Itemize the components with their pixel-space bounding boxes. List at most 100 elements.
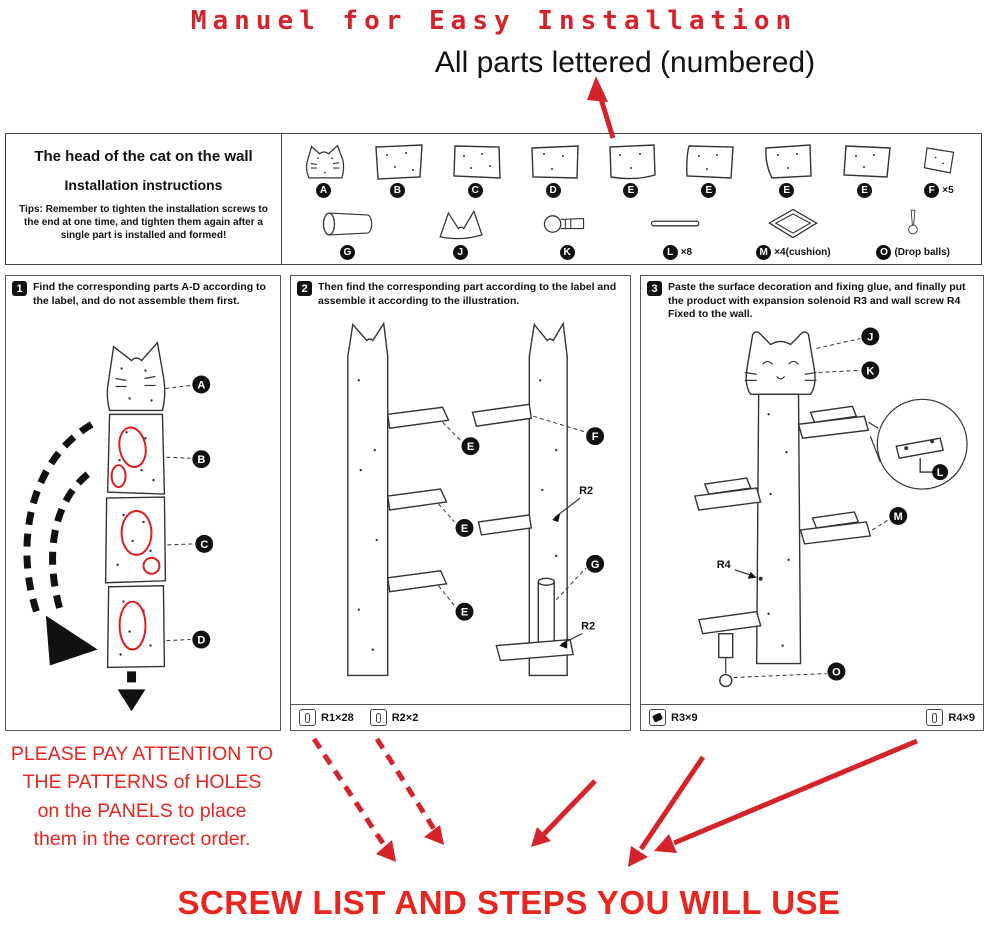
r2-bottom-arrowhead xyxy=(559,639,568,649)
label-badge-j: J xyxy=(861,327,880,346)
screwlist-arrow-5 xyxy=(673,738,918,846)
step-2-header: 2 Then find the corresponding part accor… xyxy=(291,276,630,310)
product-name: The head of the cat on the wall xyxy=(34,148,253,165)
step-1-illustration: A B C D xyxy=(6,310,280,722)
step-1-panel: 1 Find the corresponding parts A-D accor… xyxy=(5,275,281,731)
right-tower-leaders xyxy=(533,416,587,601)
step-1-instruction: Find the corresponding parts A-D accordi… xyxy=(33,281,266,307)
part-qty: (Drop balls) xyxy=(894,247,951,258)
screwlist-arrowhead-4 xyxy=(628,846,648,867)
part-item-o: O(Drop balls) xyxy=(876,200,950,260)
part-item-a: A xyxy=(300,138,350,198)
label-r4: R4 xyxy=(717,559,732,571)
label-r2-top: R2 xyxy=(579,485,593,497)
screwlist-arrowhead-2 xyxy=(424,825,444,845)
parts-row-1: A B C xyxy=(290,138,973,198)
screwlist-arrow-2 xyxy=(374,737,437,831)
tower-dots xyxy=(767,413,790,647)
expansion-anchor-icon xyxy=(649,709,666,726)
svg-text:G: G xyxy=(591,559,600,571)
shelf-board-icon xyxy=(765,144,812,179)
label-badge-e3: E xyxy=(455,602,474,621)
part-item-f: F×5 xyxy=(915,138,963,198)
svg-text:D: D xyxy=(197,635,205,647)
part-letter-badge: K xyxy=(559,245,575,260)
step3-leaders xyxy=(733,337,889,678)
step-2-illustration: E E E F G xyxy=(291,310,630,694)
part-letter-badge: E xyxy=(779,183,795,198)
r4-screw-dot xyxy=(758,576,763,581)
knob-post-icon xyxy=(543,215,584,233)
screw-item-r2: R2×2 xyxy=(369,709,418,726)
parts-row-2: G J K xyxy=(290,200,973,260)
panel-stack xyxy=(104,341,167,669)
assembled-tower xyxy=(693,331,872,665)
screw-icon xyxy=(369,709,387,726)
cat-head-panel-icon xyxy=(305,144,345,179)
svg-text:E: E xyxy=(461,523,468,535)
left-tower-leaders xyxy=(438,422,461,607)
part-letter-badge: B xyxy=(389,183,405,198)
part-letter-badge: C xyxy=(467,183,483,198)
label-badge-g: G xyxy=(586,555,605,574)
svg-text:B: B xyxy=(197,454,205,466)
svg-text:O: O xyxy=(832,666,841,678)
attention-line: on the PANELS to place xyxy=(37,799,247,822)
screw-icon xyxy=(926,709,944,726)
panel-icon xyxy=(530,145,579,179)
label-badge-e2: E xyxy=(455,519,474,538)
svg-text:E: E xyxy=(467,441,474,453)
right-tower xyxy=(471,321,575,677)
step-1-number-badge: 1 xyxy=(12,281,27,296)
cat-ears-icon xyxy=(439,209,483,240)
down-arrowhead xyxy=(117,689,146,712)
r4-arrowhead xyxy=(747,571,757,579)
post-cylinder-icon xyxy=(322,212,373,236)
step-3-panel: 3 Paste the surface decoration and fixin… xyxy=(640,275,984,731)
instructions-header: The head of the cat on the wall Installa… xyxy=(6,134,282,264)
attention-note: PLEASE PAY ATTENTION TO THE PATTERNS of … xyxy=(10,740,274,853)
label-badge-k: K xyxy=(861,361,880,380)
order-flow-arrows xyxy=(23,421,94,618)
svg-text:K: K xyxy=(866,365,874,377)
step-2-panel: 2 Then find the corresponding part accor… xyxy=(290,275,631,731)
shelf-board-icon xyxy=(609,144,657,180)
label-badge-e1: E xyxy=(461,437,480,456)
part-qty: ×4(cushion) xyxy=(774,247,831,258)
part-item-d: D xyxy=(526,138,584,198)
left-tower-dots xyxy=(357,379,378,652)
magnifier-leaders xyxy=(868,421,881,463)
label-badge-d: D xyxy=(192,630,211,649)
svg-text:F: F xyxy=(592,431,599,443)
part-qty: ×5 xyxy=(942,185,954,196)
attention-line: PLEASE PAY ATTENTION TO xyxy=(10,743,274,765)
left-tower xyxy=(347,321,450,677)
part-item-e2: E xyxy=(681,138,739,198)
screw-item-r1: R1×28 xyxy=(299,709,354,726)
label-leader-lines xyxy=(165,385,194,642)
screw-icon xyxy=(299,709,316,726)
part-letter-badge: J xyxy=(452,245,468,260)
label-badge-l: L xyxy=(932,464,949,481)
label-badge-a: A xyxy=(192,375,211,394)
screw-list-caption: SCREW LIST AND STEPS YOU WILL USE xyxy=(177,884,841,921)
part-item-b: B xyxy=(370,138,428,198)
parts-overview-panel: The head of the cat on the wall Installa… xyxy=(5,133,982,265)
solid-arrowhead xyxy=(45,615,98,666)
part-letter-badge: E xyxy=(701,183,717,198)
shelf-board-icon xyxy=(686,145,735,179)
attention-line: THE PATTERNS of HOLES xyxy=(22,771,262,794)
step-3-header: 3 Paste the surface decoration and fixin… xyxy=(641,276,983,324)
part-item-j: J xyxy=(431,204,493,260)
part-qty: ×8 xyxy=(680,247,693,258)
part-letter-badge: E xyxy=(623,183,639,198)
rod-icon xyxy=(651,220,700,227)
step-2-instruction: Then find the corresponding part accordi… xyxy=(318,281,617,307)
parts-gallery: A B C xyxy=(282,134,981,264)
part-item-k: K xyxy=(539,204,599,260)
r2-top-arrowhead xyxy=(552,513,561,523)
part-letter-badge: F xyxy=(924,183,940,198)
step-3-screw-list: R3×9 R4×9 xyxy=(641,704,983,730)
screwlist-arrow-4 xyxy=(638,755,706,851)
step-1-drawing: A B C D xyxy=(23,341,214,712)
